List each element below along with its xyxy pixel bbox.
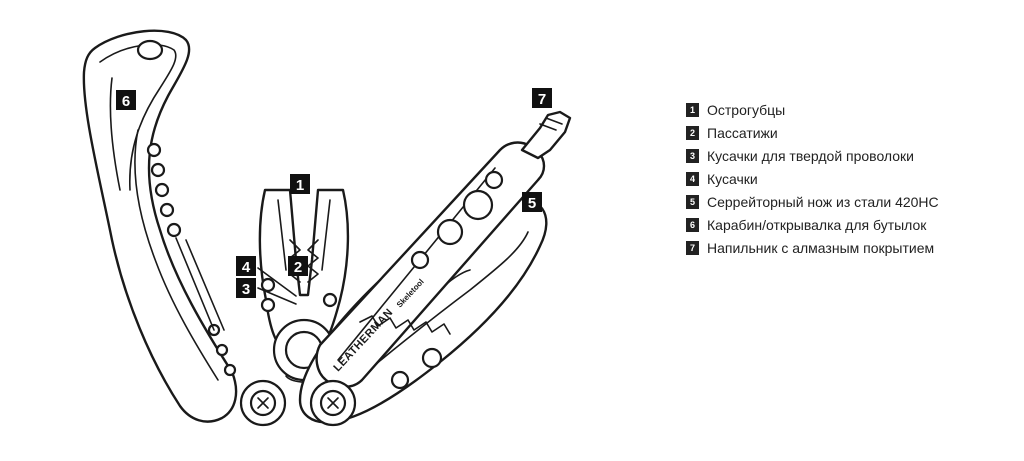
callout-leaders	[257, 267, 297, 305]
legend-item-num: 7	[686, 240, 699, 255]
callout-1-label: 1	[296, 177, 304, 194]
legend-item: 5 Серрейторный нож из стали 420HC	[686, 190, 1016, 213]
legend: 1 Острогубцы 2 Пассатижи 3 Кусачки для т…	[686, 98, 1016, 259]
left-handle-carabiner	[82, 29, 238, 423]
legend-item-label: Напильник с алмазным покрытием	[707, 239, 935, 256]
callout-2-label: 2	[294, 259, 302, 276]
legend-item-num: 3	[686, 148, 699, 163]
legend-item-num: 6	[686, 217, 699, 232]
legend-item: 4 Кусачки	[686, 167, 1016, 190]
callout-5-label: 5	[528, 195, 536, 212]
callout-1: 1	[290, 174, 310, 194]
pliers-head	[258, 188, 350, 383]
callout-4-label: 4	[242, 259, 251, 276]
legend-item-label: Острогубцы	[707, 101, 786, 118]
right-pivot	[309, 379, 357, 427]
callout-7: 7	[532, 88, 552, 108]
legend-item: 1 Острогубцы	[686, 98, 1016, 121]
callout-5: 5	[522, 192, 542, 212]
legend-item-num: 2	[686, 125, 699, 140]
callout-3: 3	[236, 278, 256, 298]
legend-item-label: Пассатижи	[707, 124, 778, 141]
legend-item-label: Серрейторный нож из стали 420HC	[707, 193, 939, 210]
legend-item: 7 Напильник с алмазным покрытием	[686, 236, 1016, 259]
left-pivot	[239, 379, 287, 427]
blade-file: LEATHERMAN Skeletool	[315, 110, 572, 388]
legend-item: 3 Кусачки для твердой проволоки	[686, 144, 1016, 167]
legend-item-label: Кусачки для твердой проволоки	[707, 147, 914, 164]
legend-item-label: Карабин/открывалка для бутылок	[707, 216, 927, 233]
callout-7-label: 7	[538, 91, 546, 108]
legend-item-num: 4	[686, 171, 699, 186]
callout-6-label: 6	[122, 93, 130, 110]
legend-item-label: Кусачки	[707, 170, 758, 187]
legend-item-num: 1	[686, 102, 699, 117]
legend-item: 6 Карабин/открывалка для бутылок	[686, 213, 1016, 236]
callout-6: 6	[116, 90, 136, 110]
callout-2: 2	[288, 256, 308, 276]
legend-item-num: 5	[686, 194, 699, 209]
callout-4: 4	[236, 256, 256, 276]
callout-3-label: 3	[242, 281, 250, 298]
legend-item: 2 Пассатижи	[686, 121, 1016, 144]
